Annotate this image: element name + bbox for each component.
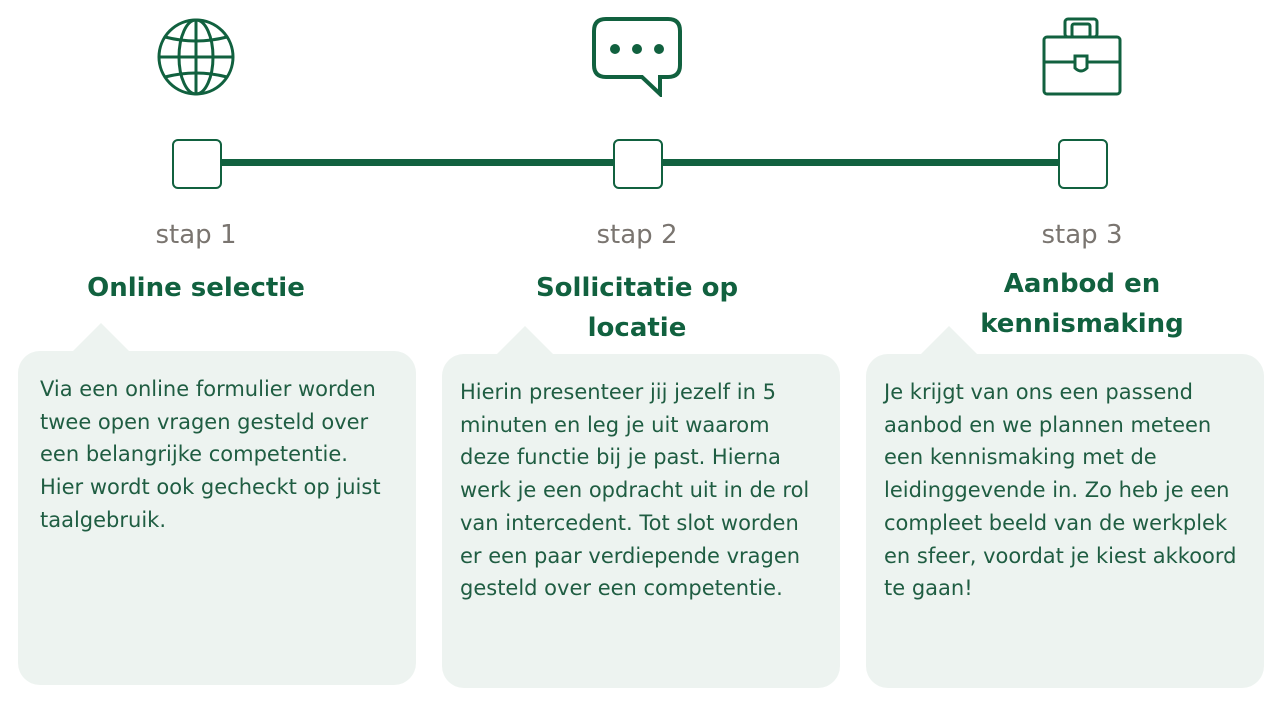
step-label-2: stap 2: [596, 220, 678, 250]
briefcase-icon: [1042, 17, 1122, 96]
timeline-node-3: [1058, 139, 1108, 189]
step-card-2: Hierin presenteer jij jezelf in 5 minute…: [442, 326, 840, 688]
step-label-1: stap 1: [155, 220, 237, 250]
step-card-3: Je krijgt van ons een passend aanbod en …: [866, 326, 1264, 688]
step-label-3: stap 3: [1041, 220, 1123, 250]
step-description-3: Je krijgt van ons een passend aanbod en …: [884, 380, 1237, 601]
timeline-node-1: [172, 139, 222, 189]
step-description-1: Via een online formulier worden twee ope…: [40, 377, 381, 532]
step-card-1: Via een online formulier worden twee ope…: [18, 323, 416, 685]
step-title-2: Sollicitatie op locatie: [535, 273, 739, 343]
step-title-3: Aanbod en kennismaking: [980, 269, 1184, 339]
step-title-1: Online selectie: [87, 273, 305, 303]
step-description-2: Hierin presenteer jij jezelf in 5 minute…: [460, 380, 810, 601]
chat-bubble-icon: [592, 17, 682, 97]
timeline-node-2: [613, 139, 663, 189]
globe-icon: [157, 18, 235, 96]
